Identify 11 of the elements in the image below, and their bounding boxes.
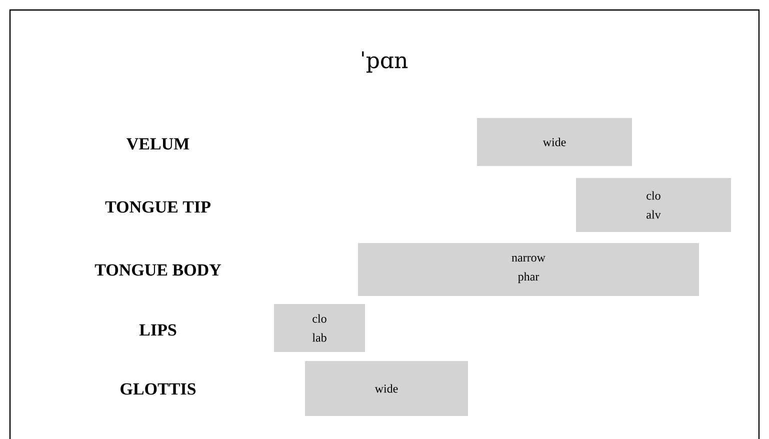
tier-label: GLOTTIS (120, 383, 196, 395)
gesture-box: wide (305, 361, 468, 416)
title: ˈpɑn (362, 51, 408, 73)
tier-label: VELUM (126, 138, 190, 150)
gesture-box: wide (477, 118, 632, 166)
gesture-box: clo lab (274, 304, 365, 352)
gesture-box: clo alv (576, 178, 731, 232)
tier-label: LIPS (139, 324, 176, 336)
tier-label: TONGUE BODY (94, 264, 222, 276)
gesture-box: narrow phar (358, 243, 699, 296)
tier-label: TONGUE TIP (105, 201, 210, 213)
